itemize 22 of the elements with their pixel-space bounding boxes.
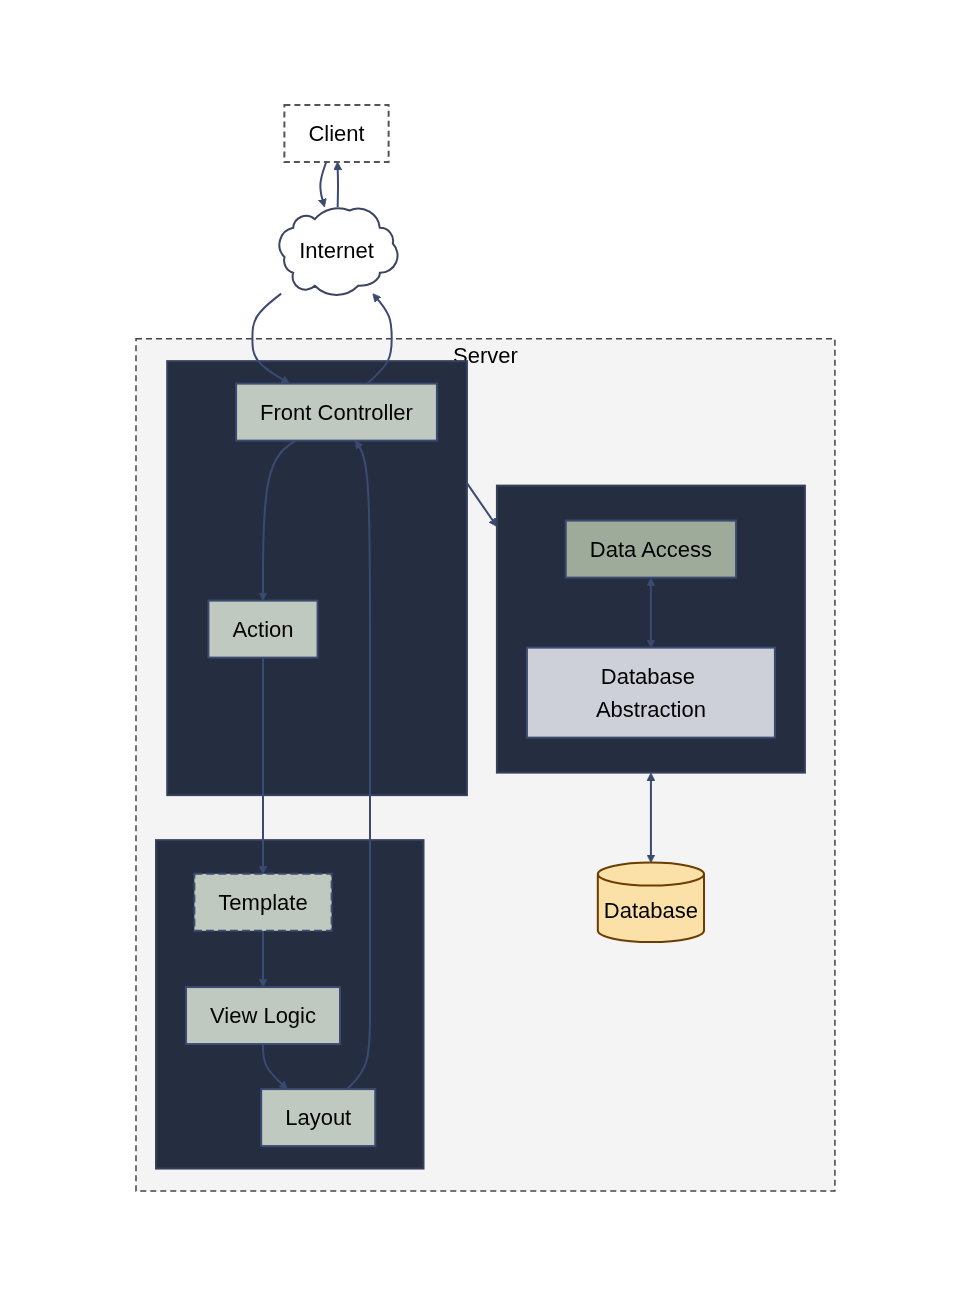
arrow <box>345 440 371 1091</box>
node-box: Action <box>206 600 319 660</box>
cluster <box>495 485 806 775</box>
arrow <box>365 293 393 386</box>
node-box: Database Abstraction <box>525 647 776 740</box>
arrow <box>261 1043 288 1090</box>
node-box: View Logic <box>184 986 341 1046</box>
cluster <box>154 839 425 1171</box>
arrow <box>317 161 327 208</box>
node-box: Client <box>282 104 390 164</box>
node-box: Layout <box>259 1088 376 1148</box>
node-box: Data Access <box>564 520 737 580</box>
arrow <box>646 773 655 864</box>
arrow <box>332 162 342 209</box>
arrow <box>258 930 267 988</box>
node-box: Template <box>192 873 333 933</box>
node-box: Front Controller <box>234 383 438 443</box>
arrow <box>646 578 655 649</box>
arrow <box>258 657 267 875</box>
arrow <box>258 440 296 602</box>
arrow <box>465 482 497 528</box>
arrow <box>250 293 290 385</box>
